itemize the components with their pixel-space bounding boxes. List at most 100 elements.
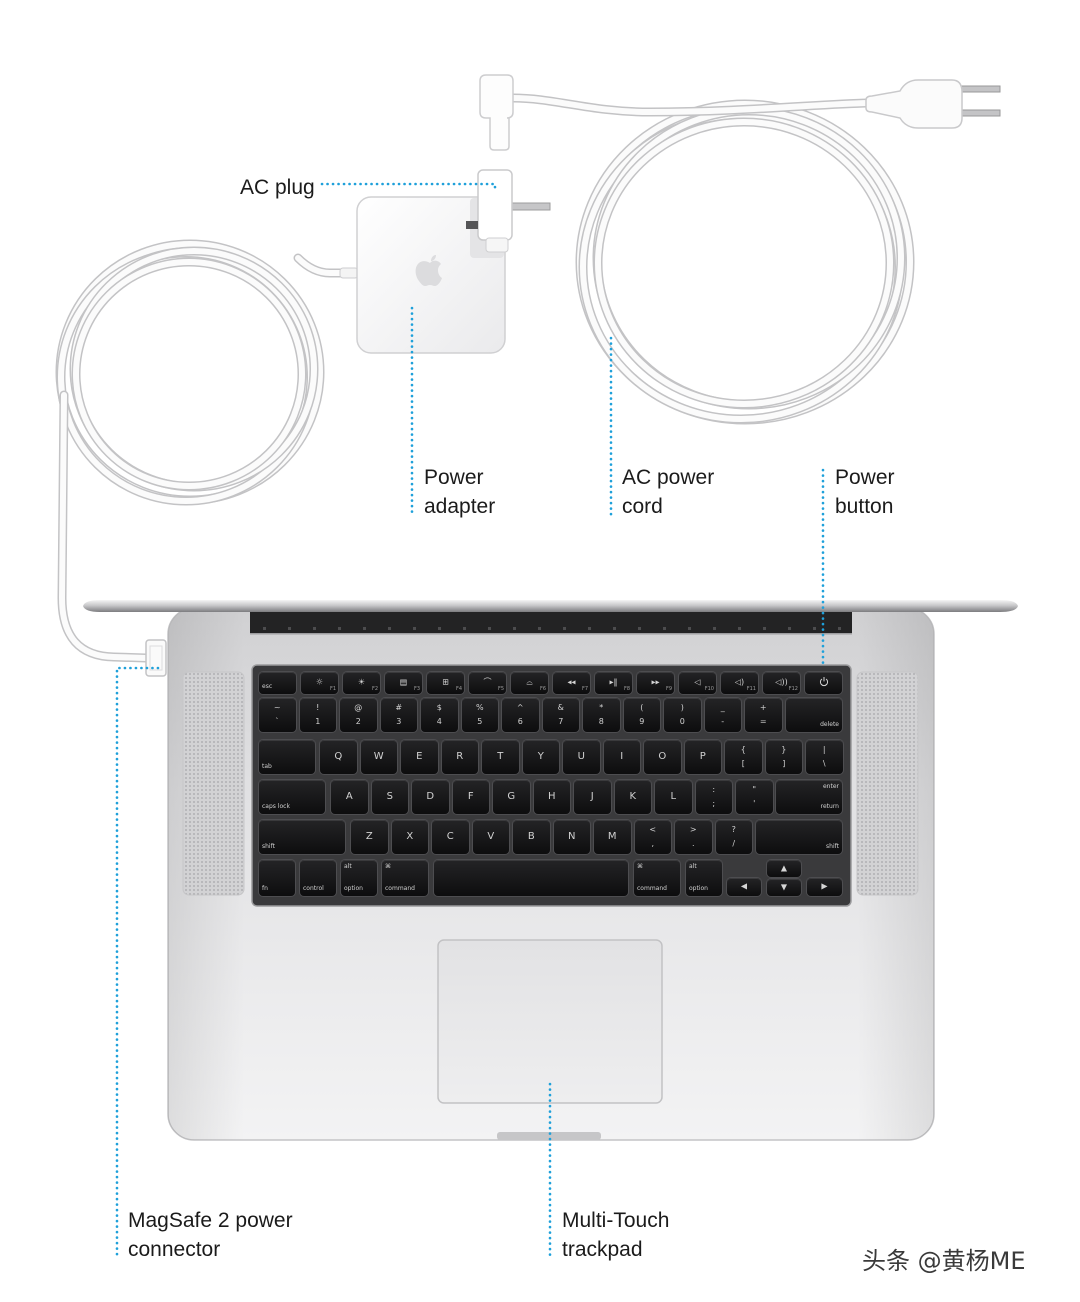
ac-plug-leader (320, 182, 497, 192)
key-l: L (655, 780, 692, 814)
volume-down-icon: ◁) (734, 677, 745, 687)
key-3: #3 (380, 698, 417, 732)
key-arrow-up: ▲ (767, 860, 801, 877)
key-label: O (658, 751, 667, 762)
key-top-label: * (599, 703, 604, 712)
key-j: J (574, 780, 611, 814)
key-label: esc (262, 683, 273, 690)
key-fn-label: F3 (413, 686, 420, 692)
key-caps-11: "' (736, 780, 773, 814)
key-label: E (416, 751, 423, 762)
key-label: 4 (436, 717, 442, 726)
key-tab-13: |\ (806, 740, 843, 774)
speaker-grille-right (856, 671, 919, 896)
key-label: S (386, 791, 393, 802)
key-label: 8 (598, 717, 604, 726)
key-top-label: + (759, 703, 767, 712)
key-6: ^6 (502, 698, 539, 732)
key-7: &7 (542, 698, 579, 732)
keyboard-light-down-icon: ⌒ (483, 677, 492, 687)
key-label: B (527, 831, 535, 842)
key-fn-label: F4 (455, 686, 462, 692)
key-t: T (482, 740, 519, 774)
arrow-right-icon: ▶ (821, 881, 828, 891)
key-top-label: { (740, 745, 746, 754)
key-number-11: _- (704, 698, 741, 732)
key-space (434, 860, 628, 896)
key-tab-11: {[ (725, 740, 762, 774)
key-f: F (452, 780, 489, 814)
key-b: B (513, 820, 550, 854)
key-label: command (637, 885, 667, 892)
front-notch (497, 1132, 601, 1140)
key-label: G (507, 791, 516, 802)
key-u: U (563, 740, 600, 774)
key-esc: esc (259, 672, 296, 694)
magsafe-leader (115, 666, 160, 1260)
key-shift: shift (756, 820, 842, 854)
arrow-left-icon: ◀ (740, 881, 748, 891)
key-caps-10: :; (695, 780, 732, 814)
speaker-grille-left (182, 671, 245, 896)
key-tab-12: }] (765, 740, 802, 774)
key-label: ` (275, 717, 280, 726)
key-label: N (568, 831, 576, 842)
key-shift-9: >. (675, 820, 712, 854)
key-number-12: += (745, 698, 782, 732)
ac-power-cord (479, 74, 1001, 425)
key-label: H (547, 791, 556, 802)
label-line: adapter (424, 495, 496, 518)
key-label: 2 (355, 717, 361, 726)
key-c: C (432, 820, 469, 854)
key-5: %5 (461, 698, 498, 732)
label-line: Power (424, 466, 484, 489)
key-label: , (651, 839, 655, 848)
key-keyboard-light-up: ⌓F6 (511, 672, 548, 694)
key-label: D (426, 791, 435, 802)
key-fn-label: F10 (704, 686, 714, 692)
label-line: button (835, 495, 894, 518)
key-m: M (594, 820, 631, 854)
key-top-label: < (649, 825, 657, 834)
key-delete: delete (786, 698, 842, 732)
key-4: $4 (421, 698, 458, 732)
key-launchpad: ⊞F4 (427, 672, 464, 694)
key-label: / (732, 839, 736, 848)
key-top-label: : (712, 785, 716, 794)
key-label: X (406, 831, 414, 842)
volume-up-icon: ◁)) (775, 677, 788, 687)
key-fn-label: F11 (746, 686, 756, 692)
key-8: *8 (583, 698, 620, 732)
key-fn: fn (259, 860, 295, 896)
label-line: Power (835, 466, 895, 489)
key-play-pause: ▸‖F8 (595, 672, 632, 694)
key-e: E (401, 740, 438, 774)
key-label: A (345, 791, 353, 802)
key-shift: shift (259, 820, 345, 854)
key-label: control (303, 885, 324, 892)
key-label: ' (753, 799, 756, 808)
key-top-label: ( (640, 703, 644, 712)
key-brightness-up: ☀F2 (343, 672, 380, 694)
key-volume-down: ◁)F11 (721, 672, 758, 694)
mute-icon: ◁ (694, 677, 701, 687)
key-k: K (614, 780, 651, 814)
key-label: Y (537, 751, 544, 762)
key-top-label: alt (344, 863, 352, 870)
key-label: shift (826, 843, 839, 850)
key-number-0: ~` (259, 698, 296, 732)
key-label: P (699, 751, 706, 762)
keyboard: esc☼F1☀F2▤F3⊞F4⌒F5⌓F6◂◂F7▸‖F8▸▸F9◁F10◁)F… (252, 665, 851, 906)
key-label: L (670, 791, 677, 802)
key-shift-10: ?/ (715, 820, 752, 854)
key-label: tab (262, 763, 272, 770)
key-1: !1 (299, 698, 336, 732)
key-top-label: _ (720, 703, 725, 712)
key-label: [ (741, 759, 745, 768)
key-top-label: " (752, 785, 757, 794)
key-top-label: > (689, 825, 697, 834)
key-o: O (644, 740, 681, 774)
key-label: J (590, 791, 594, 802)
label-ac-plug: AC plug (240, 173, 315, 202)
key-label: shift (262, 843, 275, 850)
